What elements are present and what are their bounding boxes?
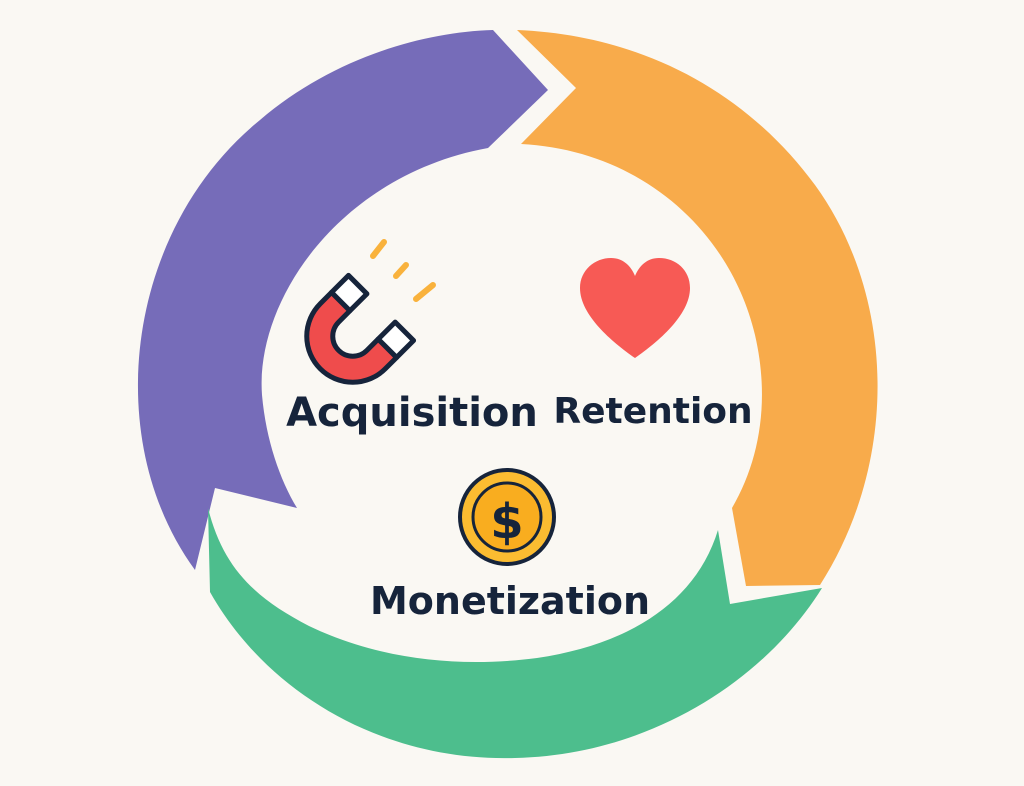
magnet-spark-lines xyxy=(370,239,436,302)
retention-arrow-segment xyxy=(517,30,878,586)
dollar-coin-icon: $ xyxy=(458,468,556,566)
svg-text:$: $ xyxy=(490,494,523,550)
heart-icon xyxy=(580,258,690,358)
retention-label: Retention xyxy=(553,391,752,432)
acquisition-arrow-segment xyxy=(137,30,548,570)
monetization-label: Monetization xyxy=(370,579,650,623)
magnet-icon xyxy=(304,272,417,385)
acquisition-label: Acquisition xyxy=(286,390,538,436)
monetization-arrow-segment xyxy=(208,508,822,759)
